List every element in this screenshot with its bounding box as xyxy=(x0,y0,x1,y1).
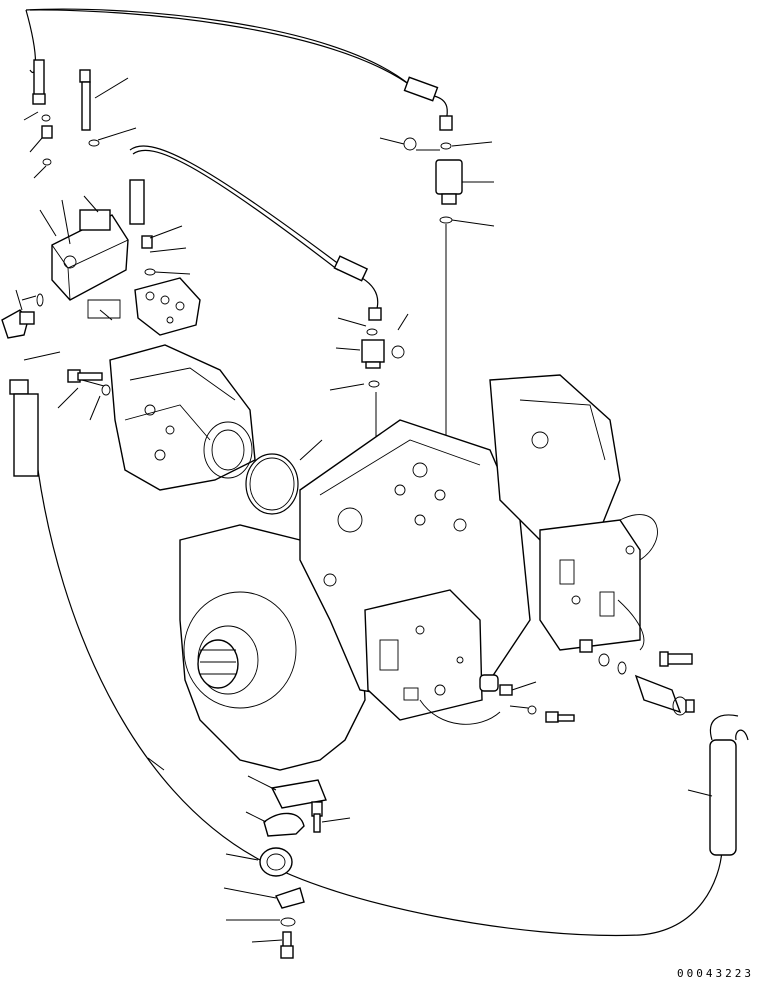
main-pump-rear-block xyxy=(489,374,621,541)
fitting-stack-center xyxy=(129,179,191,276)
secondary-pump xyxy=(81,344,256,491)
bolt-long xyxy=(79,69,137,147)
hose-lower-long xyxy=(37,469,749,937)
hose-middle xyxy=(129,145,382,321)
clamp-bottom xyxy=(223,847,305,959)
pressure-sensor-right xyxy=(634,674,695,716)
o-ring-large xyxy=(245,439,323,515)
pump-fittings-right xyxy=(479,599,693,723)
elbow-fitting xyxy=(1,289,35,339)
regulator-right xyxy=(539,514,658,651)
pressure-sensor-top xyxy=(379,137,495,470)
hose-upper-long xyxy=(25,8,453,131)
leader-lines xyxy=(23,209,713,797)
bolt-top-left xyxy=(23,59,46,121)
regulator-center xyxy=(364,589,501,725)
fitting-small-left xyxy=(29,114,53,179)
valve-block-left xyxy=(21,195,129,307)
bracket-bottom xyxy=(245,775,351,837)
pipe-left-vertical xyxy=(9,379,39,477)
bolt-pump-left xyxy=(57,369,111,421)
drawing-number: 00043223 xyxy=(677,967,754,980)
sensor-center xyxy=(329,313,409,495)
servo-valve xyxy=(87,277,201,336)
